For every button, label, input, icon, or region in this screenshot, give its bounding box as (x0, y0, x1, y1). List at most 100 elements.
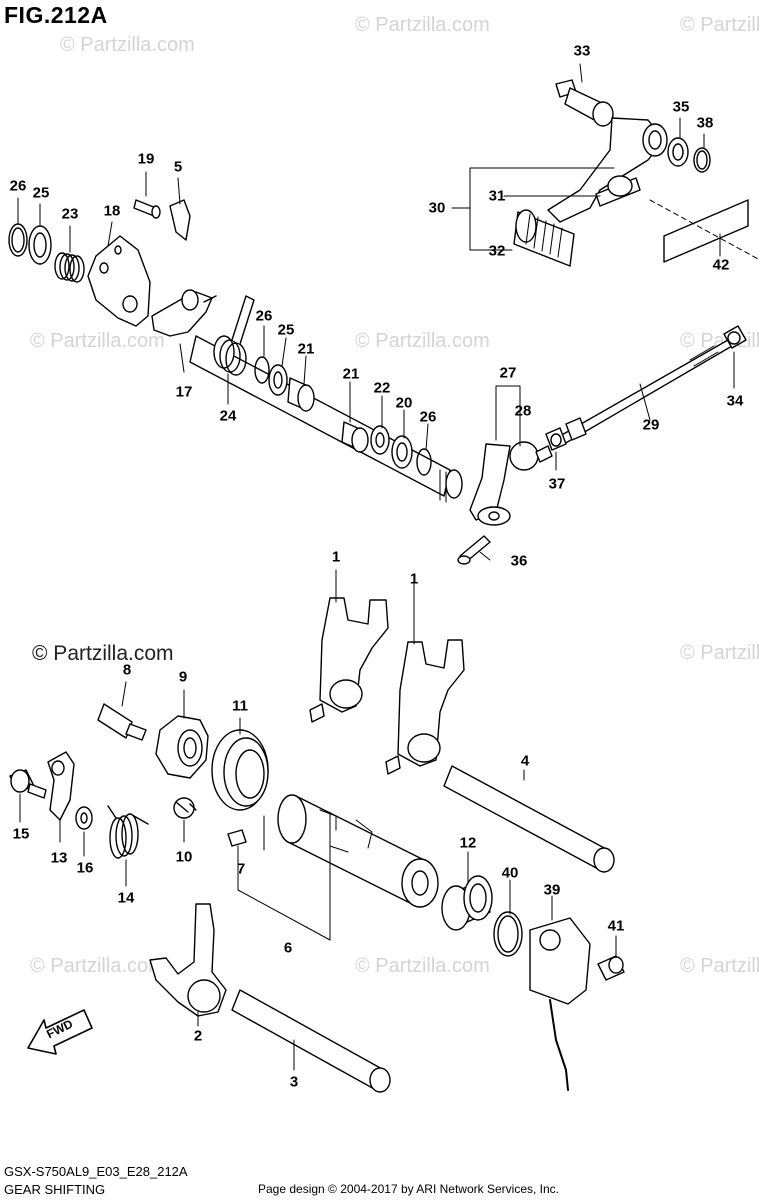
part-39-gear-position-sensor[interactable] (529, 917, 591, 1091)
callout-26: 26 (9, 177, 27, 195)
callout-30: 30 (428, 199, 446, 217)
callout-32: 32 (488, 242, 506, 260)
part-26-circlip[interactable] (416, 448, 432, 476)
callout-41: 41 (607, 917, 625, 935)
part-24-return-spring[interactable] (213, 295, 255, 376)
part-23-spring[interactable] (54, 252, 85, 283)
part-28-rod-end[interactable] (509, 441, 553, 471)
watermark: © Partzilla.com (680, 642, 759, 664)
callout-19: 19 (137, 150, 155, 168)
callout-29: 29 (642, 416, 660, 434)
part-1-shift-fork[interactable] (385, 639, 465, 775)
part-27-shift-arm[interactable] (469, 443, 511, 526)
part-16-washer[interactable] (75, 806, 93, 830)
section-name: GEAR SHIFTING (4, 1182, 106, 1197)
callout-4: 4 (520, 752, 530, 770)
part-20-oil-seal[interactable] (391, 435, 413, 469)
watermark: © Partzilla.com (60, 34, 195, 56)
callout-42: 42 (712, 256, 730, 274)
callout-11: 11 (232, 697, 248, 715)
part-40-o-ring[interactable] (493, 911, 523, 957)
callout-22: 22 (373, 379, 391, 397)
part-3-fork-shaft[interactable] (231, 989, 391, 1093)
callout-1: 1 (409, 570, 419, 588)
watermark-main: © Partzilla.com (32, 642, 174, 665)
callout-25: 25 (32, 184, 50, 202)
watermark: © Partzilla.com (680, 14, 759, 36)
part-26-circlip[interactable] (254, 356, 270, 384)
fwd-arrow-icon (27, 1009, 93, 1055)
callout-10: 10 (175, 848, 193, 866)
callout-39: 39 (543, 881, 561, 899)
part-41-bolt[interactable] (597, 955, 625, 981)
part-11-bearing[interactable] (211, 729, 269, 811)
leader-lines (17, 63, 735, 1071)
callout-1: 1 (331, 548, 341, 566)
part-33-bolt[interactable] (555, 79, 614, 127)
callout-13: 13 (50, 849, 68, 867)
callout-17: 17 (175, 383, 193, 401)
part-2-shift-fork[interactable] (149, 903, 227, 1017)
part-26-circlip[interactable] (8, 223, 28, 257)
callout-34: 34 (726, 392, 744, 410)
part-25-washer[interactable] (28, 225, 52, 265)
model-code: GSX-S750AL9_E03_E28_212A (4, 1164, 188, 1179)
part-1-shift-fork[interactable] (309, 597, 389, 723)
part-10-bolt[interactable] (173, 797, 197, 819)
part-5-clip[interactable] (169, 199, 191, 241)
callout-33: 33 (573, 42, 591, 60)
callout-8: 8 (122, 661, 132, 679)
part-37-nut[interactable] (545, 427, 567, 451)
callout-40: 40 (501, 864, 519, 882)
part-14-spring[interactable] (107, 805, 149, 859)
part-25-washer[interactable] (268, 364, 288, 396)
callout-36: 36 (510, 552, 528, 570)
callout-25: 25 (277, 321, 295, 339)
callout-9: 9 (178, 668, 188, 686)
part-30-shift-lever[interactable] (547, 117, 668, 223)
part-19-bolt[interactable] (133, 199, 161, 219)
callout-37: 37 (548, 475, 566, 493)
callout-28: 28 (514, 402, 532, 420)
part-18-plate[interactable] (87, 235, 151, 327)
part-4-fork-shaft[interactable] (443, 765, 615, 873)
callout-7: 7 (236, 860, 246, 878)
callout-26: 26 (419, 408, 437, 426)
callout-20: 20 (395, 394, 413, 412)
watermark: © Partzilla.com (355, 330, 490, 352)
part-15-bolt[interactable] (9, 769, 47, 799)
callout-5: 5 (173, 158, 183, 176)
callout-16: 16 (76, 859, 94, 877)
callout-21: 21 (297, 340, 315, 358)
part-17-shift-shaft[interactable] (151, 289, 463, 503)
copyright-credit: Page design © 2004-2017 by ARI Network S… (258, 1182, 560, 1196)
part-21-collar[interactable] (341, 421, 369, 453)
part-35-washer[interactable] (667, 137, 689, 167)
part-34-nut[interactable] (723, 325, 747, 349)
callout-24: 24 (219, 407, 237, 425)
watermark: © Partzilla.com (355, 955, 490, 977)
part-12-needle-bearing[interactable] (441, 875, 493, 931)
callout-15: 15 (12, 825, 30, 843)
callout-26: 26 (255, 307, 273, 325)
part-13-stopper-arm[interactable] (47, 751, 75, 821)
callout-18: 18 (103, 202, 121, 220)
callout-6: 6 (283, 939, 293, 957)
callout-38: 38 (696, 114, 714, 132)
part-8-pin[interactable] (97, 703, 147, 741)
callout-27: 27 (499, 364, 517, 382)
part-6-shift-drum[interactable] (237, 794, 439, 941)
part-38-circlip[interactable] (693, 147, 711, 173)
callout-2: 2 (193, 1027, 203, 1045)
part-21-collar[interactable] (287, 377, 315, 412)
part-9-stopper-plate[interactable] (155, 715, 209, 779)
callout-12: 12 (459, 834, 477, 852)
part-36-bolt[interactable] (457, 535, 491, 565)
part-7-pin[interactable] (227, 829, 247, 847)
part-22-washer[interactable] (370, 425, 390, 455)
part-32-shift-pedal-rubber[interactable] (513, 209, 575, 267)
callout-3: 3 (289, 1073, 299, 1091)
callout-31: 31 (488, 187, 506, 205)
